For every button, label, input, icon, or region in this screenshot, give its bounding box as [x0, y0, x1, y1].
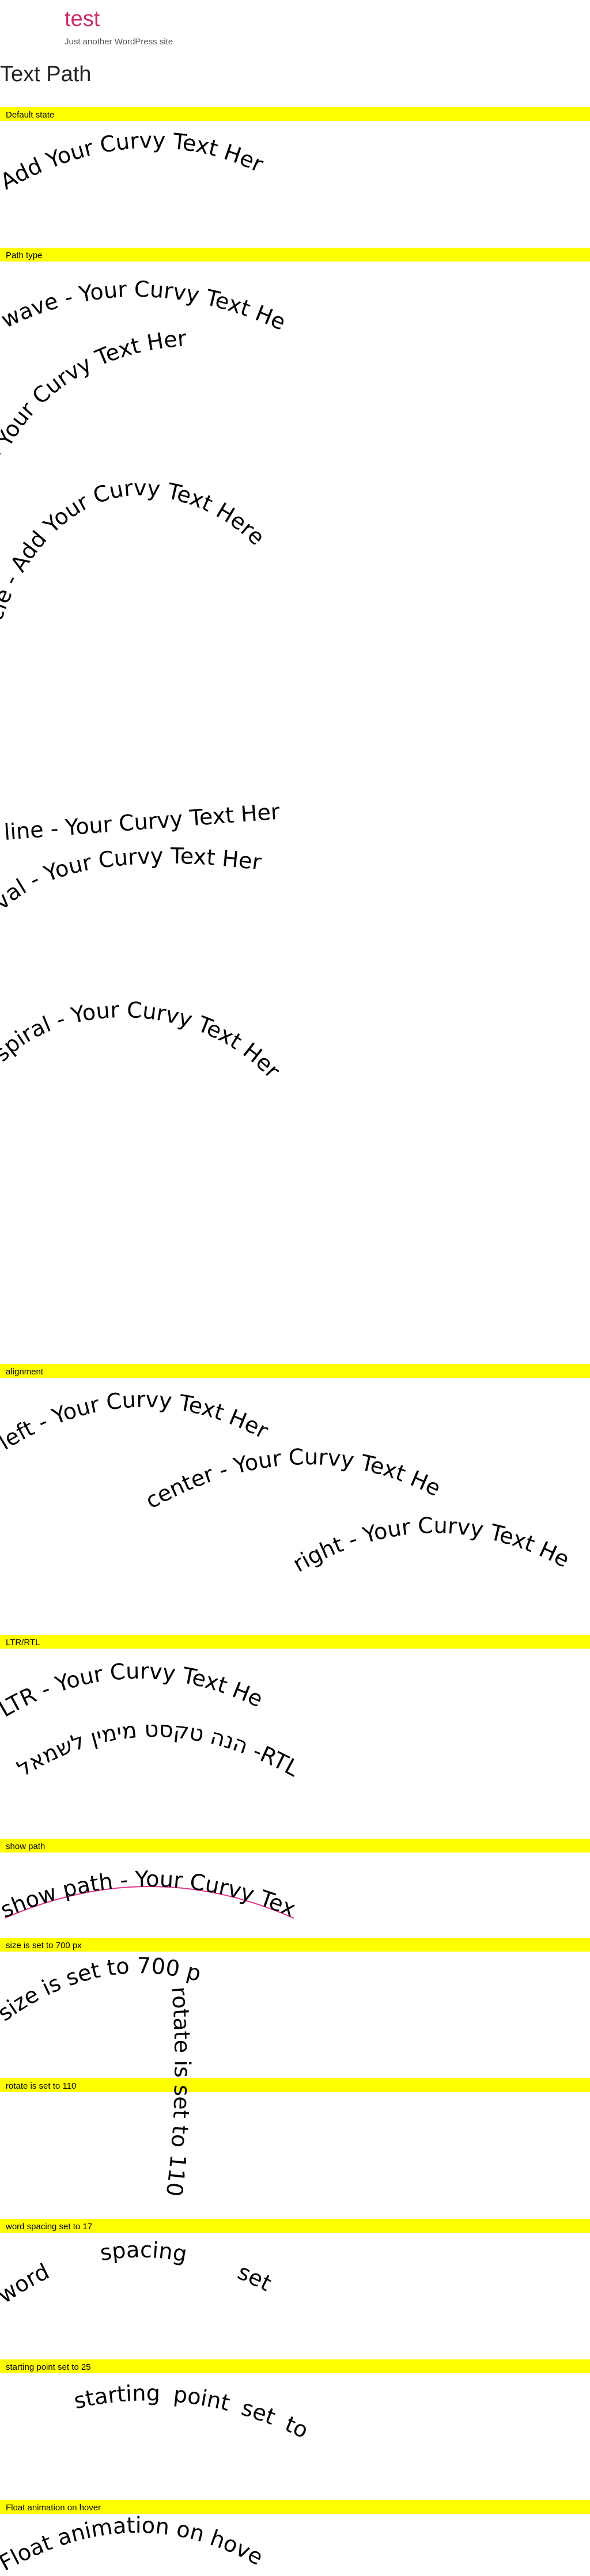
section-label-size: size is set to 700 px — [0, 1938, 590, 1952]
curved-text-word-spacing: word spacing set to 17 — [0, 2203, 323, 2323]
curved-text-rtl-label: הנה טקסט מימין לשמאל -RTL — [13, 1717, 304, 1782]
section-label-default-state: Default state — [0, 107, 590, 121]
curved-text-show-path-label: show path - Your Curvy Text H — [0, 1823, 299, 1923]
section-label-text: alignment — [6, 1367, 44, 1377]
section-label-starting-point: starting point set to 25 — [0, 2359, 590, 2373]
curved-text-rtl: הנה טקסט מימין לשמאל -RTL — [13, 1717, 304, 1782]
section-label-show-path: show path — [0, 1839, 590, 1853]
curved-text-rotate-label: rotate is set to 110 — [161, 1986, 195, 2198]
section-label-text: starting point set to 25 — [6, 2362, 91, 2372]
curved-text-starting-point: starting point set to 25 — [0, 2347, 324, 2449]
curved-text-arc: arc - Your Curvy Text Here — [0, 302, 187, 502]
site-tagline: Just another WordPress site — [65, 37, 173, 47]
section-label-text: rotate is set to 110 — [6, 2081, 77, 2091]
curved-text-spiral: spiral - Your Curvy Text Here — [0, 959, 285, 1084]
section-label-float-animation: Float animation on hover — [0, 2500, 590, 2514]
curved-text-float[interactable]: Float animation on hover — [0, 2487, 590, 2576]
curved-text-default: Add Your Curvy Text Here — [0, 95, 267, 195]
svg-text:show path - Your Curvy Text H: show path - Your Curvy Text H — [0, 1823, 299, 1923]
section-label-rotate: rotate is set to 110 — [0, 2078, 590, 2092]
section-label-text: Default state — [6, 110, 55, 120]
section-label-text: word spacing set to 17 — [6, 2222, 93, 2232]
section-label-ltr-rtl: LTR/RTL — [0, 1635, 590, 1649]
curved-text-align-right: right - Your Curvy Text Here — [0, 1466, 574, 1577]
svg-text:spiral - Your Curvy Text Here: spiral - Your Curvy Text Here — [0, 959, 285, 1084]
curved-text-rotate: rotate is set to 110 — [161, 1986, 195, 2198]
section-label-word-spacing: word spacing set to 17 — [0, 2219, 590, 2233]
page-title: Text Path — [0, 62, 92, 86]
section-label-text: LTR/RTL — [6, 1638, 40, 1647]
section-label-text: Path type — [6, 251, 43, 260]
curved-text-circle: circle - Add Your Curvy Text Here — [0, 475, 270, 649]
section-label-text: show path — [6, 1842, 46, 1851]
section-label-path-type: Path type — [0, 248, 590, 262]
site-title[interactable]: test — [65, 7, 100, 31]
curved-text-oval: oval - Your Curvy Text Here — [0, 809, 263, 925]
section-label-alignment: alignment — [0, 1364, 590, 1378]
section-label-text: size is set to 700 px — [6, 1941, 82, 1950]
svg-text:הנה טקסט מימין לשמאל -RTL: הנה טקסט מימין לשמאל -RTL — [13, 1717, 304, 1782]
svg-text:rotate is set to 110: rotate is set to 110 — [161, 1986, 195, 2198]
section-label-text: Float animation on hover — [6, 2503, 101, 2513]
curved-text-circle-label: circle - Add Your Curvy Text Here — [0, 475, 270, 649]
curved-text-spiral-label: spiral - Your Curvy Text Here — [0, 959, 285, 1084]
curved-text-show-path: show path - Your Curvy Text H — [0, 1823, 299, 1923]
svg-text:circle - Add Your Curvy Text H: circle - Add Your Curvy Text Here — [0, 475, 270, 649]
